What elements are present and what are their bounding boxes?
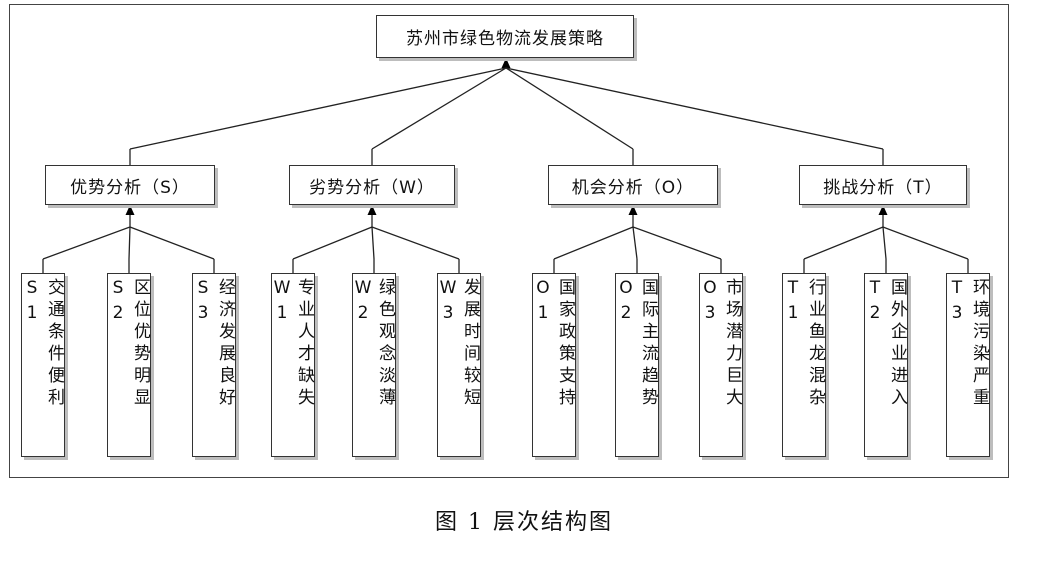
link-leaf-s-2 — [129, 226, 215, 260]
category-node-w-label: 劣势分析（W） — [309, 177, 435, 198]
leaf-node-t-3-label: 环境污染严重T3 — [947, 278, 989, 410]
category-arrow-head-t — [878, 205, 888, 215]
leaf-node-w-2-label: 绿色观念淡薄W2 — [353, 278, 395, 410]
link-leaf-w-1 — [371, 226, 375, 260]
leaf-node-o-1: 国家政策支持O1 — [532, 273, 576, 457]
root-node: 苏州市绿色物流发展策略 — [376, 15, 634, 58]
leaf-node-s-3: 经济发展良好S3 — [192, 273, 236, 457]
category-node-o: 机会分析（O） — [548, 165, 718, 205]
link-leaf-w-2 — [371, 226, 460, 260]
category-node-t: 挑战分析（T） — [799, 165, 967, 205]
leaf-node-s-1: 交通条件便利S1 — [21, 273, 65, 457]
category-arrow-head-w — [367, 205, 377, 215]
link-leaf-o-2 — [632, 226, 722, 260]
leaf-node-o-3: 市场潜力巨大O3 — [699, 273, 743, 457]
leaf-node-o-2-label: 国际主流趋势O2 — [616, 278, 658, 410]
category-node-o-label: 机会分析（O） — [571, 177, 695, 198]
root-arrow-head — [501, 58, 511, 68]
leaf-node-s-2-label: 区位优势明显S2 — [108, 278, 150, 410]
leaf-node-t-1-label: 行业鱼龙混杂T1 — [783, 278, 825, 410]
link-leaf-o-1 — [632, 226, 638, 260]
link-leaf-t-2 — [882, 226, 969, 260]
leaf-node-t-2: 国外企业进入T2 — [864, 273, 908, 457]
category-node-t-label: 挑战分析（T） — [823, 177, 943, 198]
leaf-node-t-1: 行业鱼龙混杂T1 — [782, 273, 826, 457]
leaf-node-o-2: 国际主流趋势O2 — [615, 273, 659, 457]
leaf-node-s-2: 区位优势明显S2 — [107, 273, 151, 457]
category-arrow-head-s — [125, 205, 135, 215]
figure-caption: 图 1 层次结构图 — [435, 510, 613, 535]
link-leaf-o-0 — [553, 226, 634, 260]
leaf-node-t-3: 环境污染严重T3 — [946, 273, 990, 457]
leaf-node-w-3-label: 发展时间较短W3 — [438, 278, 480, 410]
leaf-node-t-2-label: 国外企业进入T2 — [865, 278, 907, 410]
leaf-node-w-1-label: 专业人才缺失W1 — [272, 278, 314, 410]
leaf-node-o-1-label: 国家政策支持O1 — [533, 278, 575, 410]
root-node-label: 苏州市绿色物流发展策略 — [406, 29, 604, 49]
leaf-node-w-2: 绿色观念淡薄W2 — [352, 273, 396, 457]
link-s-to-root — [129, 67, 507, 150]
leaf-node-s-3-label: 经济发展良好S3 — [193, 278, 235, 410]
category-arrow-head-o — [628, 205, 638, 215]
link-leaf-s-0 — [42, 226, 131, 260]
link-leaf-t-0 — [803, 226, 884, 260]
link-leaf-t-1 — [882, 226, 887, 260]
link-w-to-root — [371, 67, 507, 150]
category-node-s: 优势分析（S） — [45, 165, 215, 205]
link-o-to-root — [505, 67, 634, 150]
link-leaf-s-1 — [128, 226, 131, 260]
leaf-node-w-1: 专业人才缺失W1 — [271, 273, 315, 457]
diagram-frame — [9, 4, 1009, 478]
leaf-node-w-3: 发展时间较短W3 — [437, 273, 481, 457]
category-node-s-label: 优势分析（S） — [70, 177, 190, 198]
link-t-to-root — [505, 67, 884, 150]
link-leaf-w-0 — [292, 226, 373, 260]
category-node-w: 劣势分析（W） — [289, 165, 455, 205]
leaf-node-s-1-label: 交通条件便利S1 — [22, 278, 64, 410]
leaf-node-o-3-label: 市场潜力巨大O3 — [700, 278, 742, 410]
